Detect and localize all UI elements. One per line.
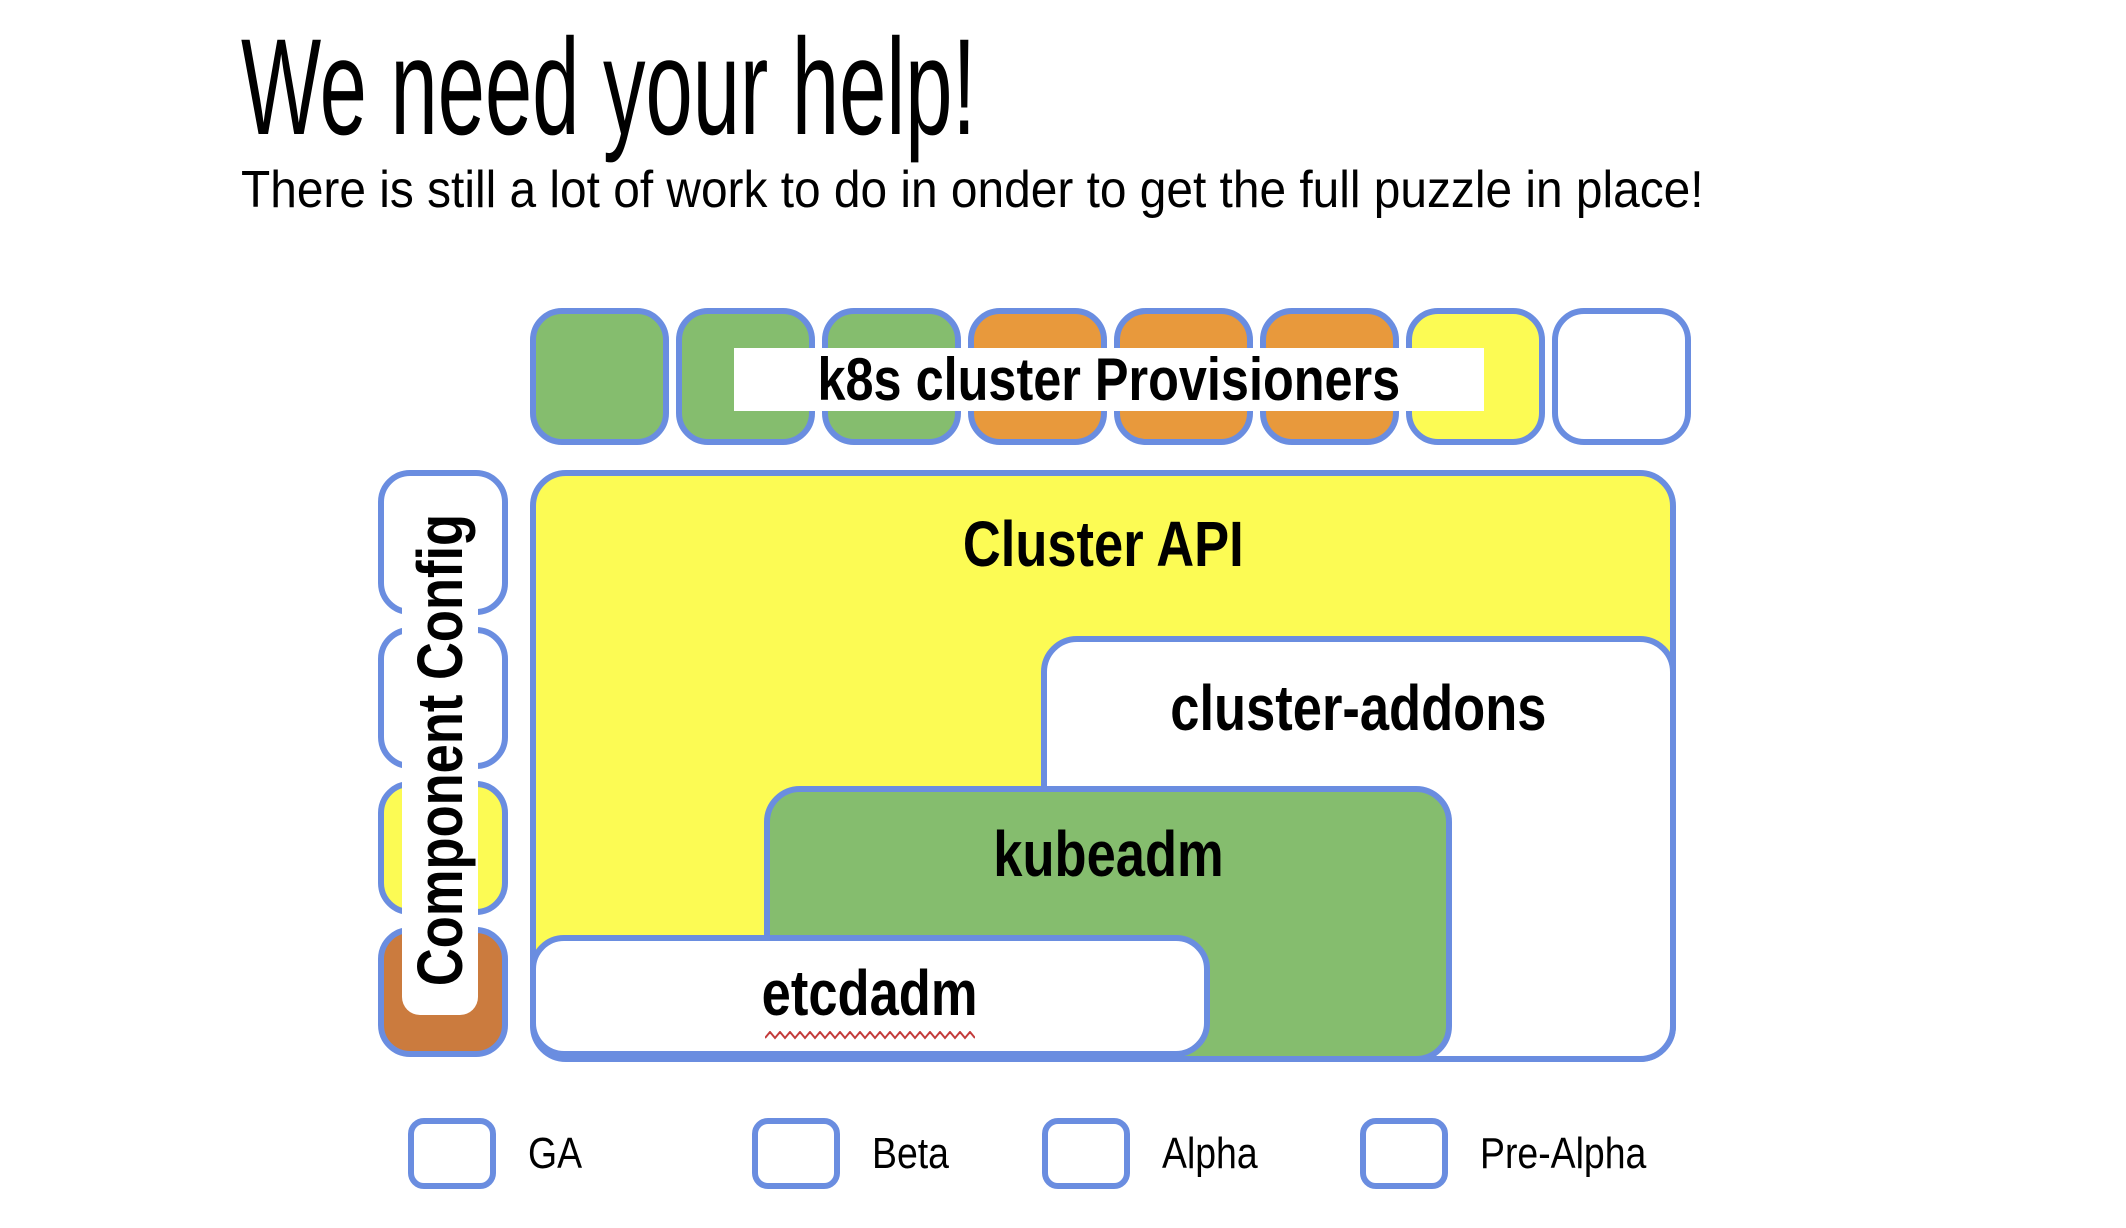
provisioner-square-ga	[530, 308, 669, 445]
page-title: We need your help!	[241, 11, 977, 164]
component-config-label: Component Config	[404, 513, 476, 987]
provisioners-label-strip: k8s cluster Provisioners	[734, 348, 1484, 411]
legend-item-alpha: Alpha	[1042, 1118, 1275, 1189]
kubeadm-label: kubeadm	[992, 818, 1224, 890]
provisioner-square-prealpha	[1552, 308, 1691, 445]
legend-label-alpha: Alpha	[1162, 1128, 1258, 1178]
provisioners-label: k8s cluster Provisioners	[817, 346, 1401, 413]
legend-item-ga: GA	[408, 1118, 592, 1189]
legend-label-beta: Beta	[872, 1128, 949, 1178]
legend-item-prealpha: Pre-Alpha	[1360, 1118, 1676, 1189]
legend-swatch-ga	[408, 1118, 496, 1189]
legend-item-beta: Beta	[752, 1118, 963, 1189]
spellcheck-squiggle-icon	[765, 1031, 975, 1040]
component-config-label-box	[402, 484, 478, 1015]
slide-subtitle: There is still a lot of work to do in on…	[241, 161, 1704, 219]
legend-swatch-beta	[752, 1118, 840, 1189]
cluster-api-label: Cluster API	[962, 508, 1244, 580]
legend-label-ga: GA	[528, 1128, 583, 1178]
legend-swatch-prealpha	[1360, 1118, 1448, 1189]
etcdadm-label: etcdadm	[762, 957, 978, 1029]
legend-label-prealpha: Pre-Alpha	[1480, 1128, 1647, 1178]
legend-swatch-alpha	[1042, 1118, 1130, 1189]
cluster-addons-label: cluster-addons	[1170, 672, 1547, 744]
etcdadm-box: etcdadm	[530, 935, 1210, 1057]
